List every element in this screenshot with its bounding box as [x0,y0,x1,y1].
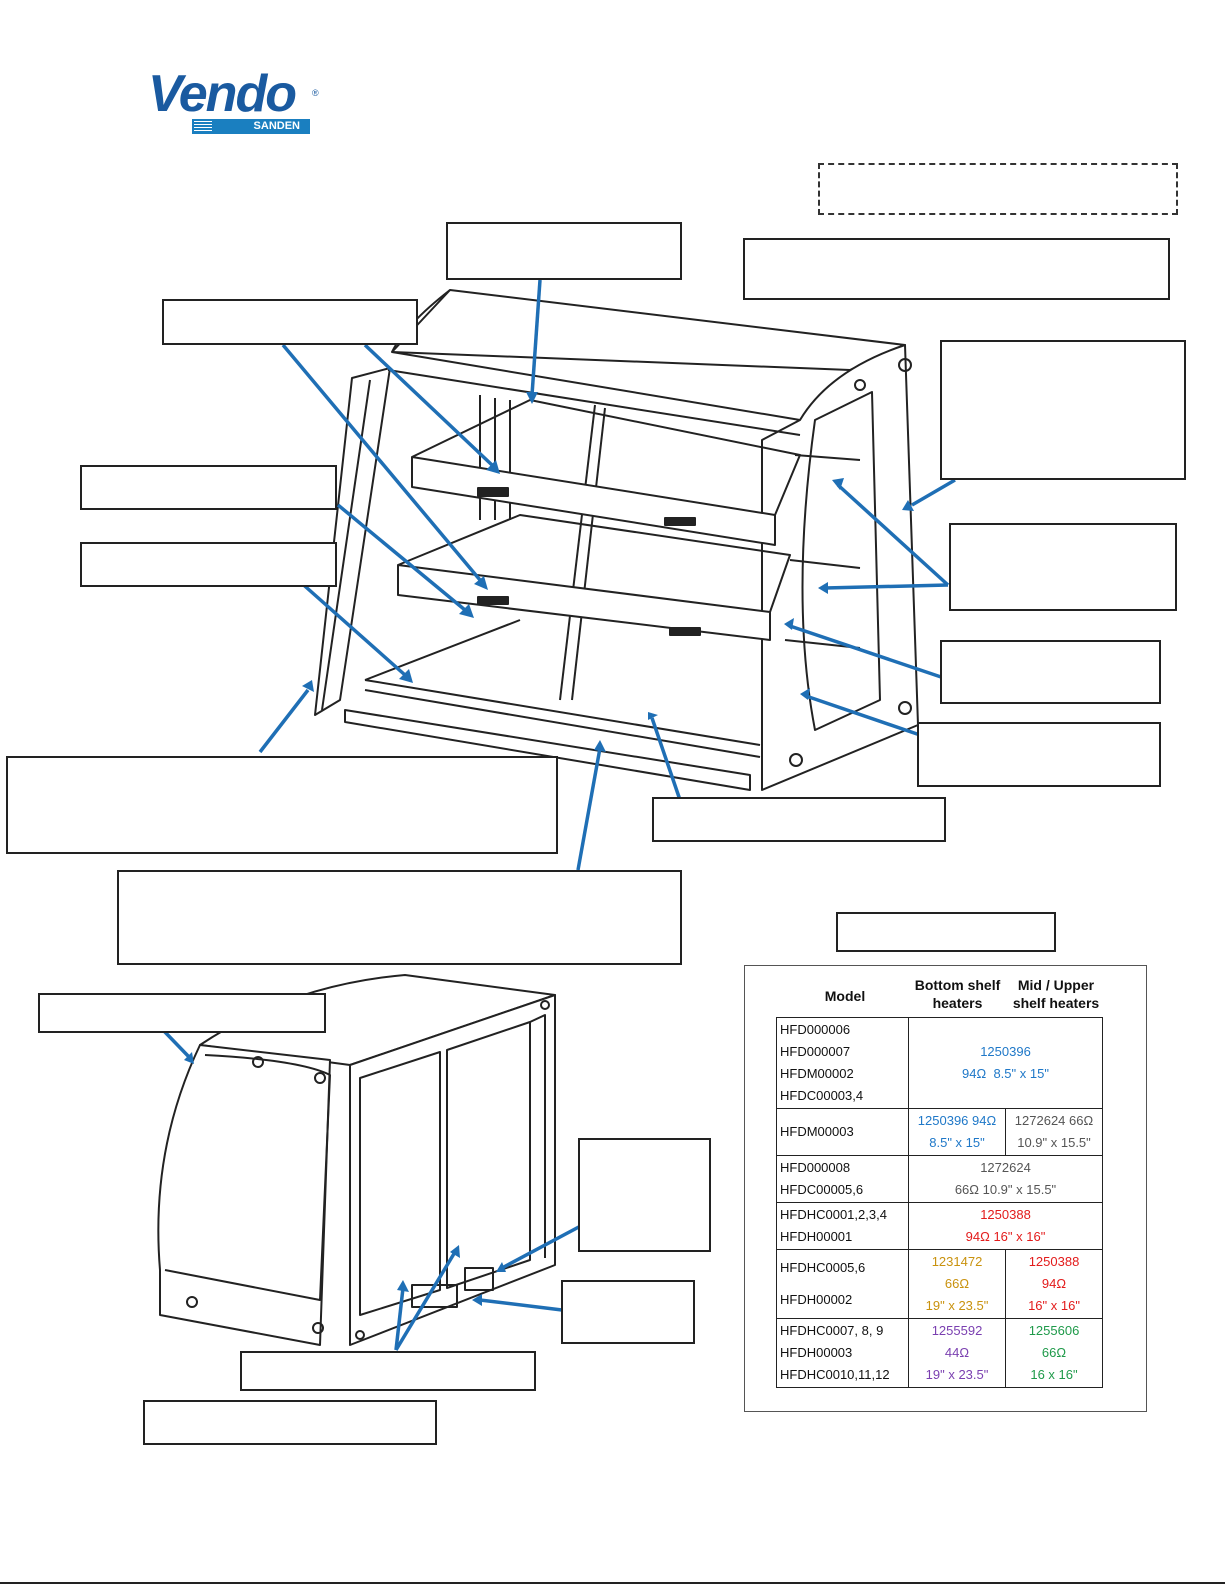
heater-table: HFD000006 HFD000007 HFDM00002 HFDC00003,… [776,1017,1103,1388]
callout-box-right-4 [917,722,1161,787]
model-cell: HFD000006 HFD000007 HFDM00002 HFDC00003,… [776,1017,909,1109]
heater-size: 16" x 16" [1028,1298,1080,1313]
model-cell: HFD000008 HFDC00005,6 [776,1155,909,1203]
logo-sanden-bar: SANDEN [192,119,310,134]
heater-resistance: 66Ω [944,1276,970,1291]
part-number: 1255606 [1028,1323,1080,1338]
callout-box-top-center [446,222,682,280]
model-name: HFDM00002 [780,1066,854,1081]
table-row: HFD000008 HFDC00005,6 1272624 66Ω 10.9" … [776,1155,1103,1203]
model-name: HFDC00003,4 [780,1088,864,1103]
callout-box-center-wide [117,870,682,965]
model-name: HFDM00003 [780,1124,854,1139]
part-number: 1272624 [980,1160,1031,1175]
callout-box-rear-right-2 [561,1280,695,1344]
model-name: HFDH00003 [780,1345,853,1360]
rear-case-drawing [157,974,556,1346]
callout-box-right-2 [949,523,1177,611]
callout-box-left-2 [80,542,337,587]
model-cell: HFDHC0007, 8, 9 HFDH00003 HFDHC0010,11,1… [776,1318,909,1388]
header-model: Model [824,988,866,1004]
model-name: HFDHC0007, 8, 9 [780,1323,884,1338]
part-number: 1250396 94Ω [917,1113,997,1128]
callout-box-bottom-left-wide [6,756,558,854]
mid-heater-cell: 1250388 94Ω 16" x 16" [1005,1249,1103,1319]
heater-spec-cell: 1250396 94Ω 8.5" x 15" [908,1017,1103,1109]
front-case-drawing [314,289,919,791]
callout-box-rear-top [38,993,326,1033]
model-name: HFD000007 [780,1044,851,1059]
part-number: 1231472 [931,1254,983,1269]
callout-box-right-3 [940,640,1161,704]
callout-box-rear-bottom-1 [240,1351,536,1391]
table-row: HFD000006 HFD000007 HFDM00002 HFDC00003,… [776,1017,1103,1109]
mid-heater-cell: 1255606 66Ω 16 x 16" [1005,1318,1103,1388]
table-row: HFDHC0005,6 HFDH00002 1231472 66Ω 19" x … [776,1249,1103,1319]
model-name: HFDH00001 [780,1229,853,1244]
heater-spec: 10.9" x 15.5" [1017,1135,1091,1150]
callout-box-top-right [743,238,1170,300]
logo-registered-mark: ® [312,88,319,98]
heater-spec: 66Ω 10.9" x 15.5" [954,1182,1057,1197]
model-cell: HFDM00003 [776,1108,909,1156]
model-name: HFDC00005,6 [780,1182,864,1197]
callout-box-left-1 [80,465,337,510]
heater-spec: 8.5" x 15" [929,1135,985,1150]
callout-box-rear-right-1 [578,1138,711,1252]
table-row: HFDM00003 1250396 94Ω 8.5" x 15" 1272624… [776,1108,1103,1156]
table-title-box [836,912,1056,952]
part-number: 1272624 66Ω [1014,1113,1094,1128]
heater-spec-cell: 1272624 66Ω 10.9" x 15.5" [908,1155,1103,1203]
heater-resistance: 94Ω [1041,1276,1067,1291]
table-row: HFDHC0007, 8, 9 HFDH00003 HFDHC0010,11,1… [776,1318,1103,1388]
callout-box-upper-left [162,299,418,345]
callout-arrows [161,279,956,1351]
callout-box-bottom-center [652,797,946,842]
model-name: HFDH00002 [780,1292,853,1307]
model-name: HFDHC0005,6 [780,1260,866,1275]
model-name: HFDHC0001,2,3,4 [780,1207,887,1222]
model-name: HFDHC0010,11,12 [780,1367,890,1382]
heater-resistance: 44Ω [944,1345,970,1360]
model-name: HFD000008 [780,1160,851,1175]
heater-spec: 94Ω 16" x 16" [965,1229,1046,1244]
heater-spec-cell: 1250388 94Ω 16" x 16" [908,1202,1103,1250]
part-number: 1250388 [980,1207,1031,1222]
footer-rule [0,1582,1225,1584]
heater-size: 19" x 23.5" [925,1298,989,1313]
heater-size: 19" x 23.5" [925,1367,989,1382]
part-number: 1250396 [980,1044,1031,1059]
table-row: HFDHC0001,2,3,4 HFDH00001 1250388 94Ω 16… [776,1202,1103,1250]
bottom-heater-cell: 1250396 94Ω 8.5" x 15" [908,1108,1006,1156]
header-bottom-shelf: Bottom shelf heaters [914,977,1001,1011]
callout-box-top-right-dashed [818,163,1178,215]
header-mid-upper-shelf: Mid / Upper shelf heaters [1012,977,1100,1011]
callout-box-right-large [940,340,1186,480]
logo-wordmark: Vendo [148,65,297,123]
model-name: HFD000006 [780,1022,851,1037]
bottom-heater-cell: 1255592 44Ω 19" x 23.5" [908,1318,1006,1388]
part-number: 1255592 [931,1323,983,1338]
model-cell: HFDHC0001,2,3,4 HFDH00001 [776,1202,909,1250]
mid-heater-cell: 1272624 66Ω 10.9" x 15.5" [1005,1108,1103,1156]
bottom-heater-cell: 1231472 66Ω 19" x 23.5" [908,1249,1006,1319]
callout-box-rear-bottom-2 [143,1400,437,1445]
part-number: 1250388 [1028,1254,1080,1269]
heater-spec: 94Ω 8.5" x 15" [962,1066,1049,1081]
model-cell: HFDHC0005,6 HFDH00002 [776,1249,909,1319]
logo-stripes-icon [194,121,212,132]
heater-resistance: 66Ω [1041,1345,1067,1360]
heater-size: 16 x 16" [1030,1367,1078,1382]
